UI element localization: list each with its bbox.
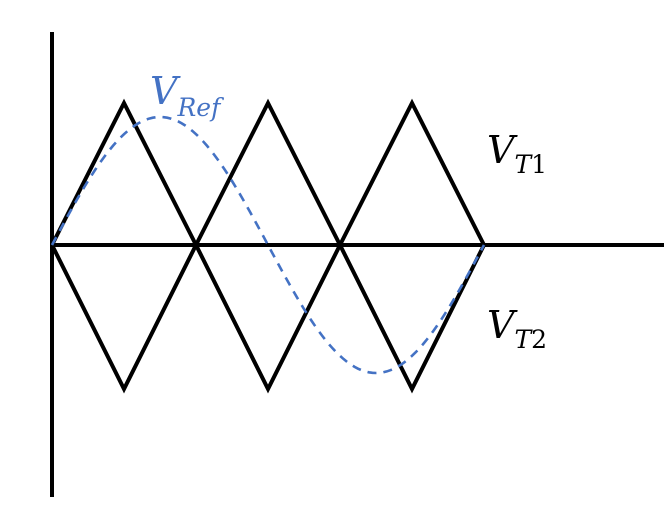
label-v-t1-main: V bbox=[487, 128, 518, 172]
carrier-vt2-triangle-wave bbox=[50, 240, 486, 394]
label-v-ref: VRef bbox=[150, 69, 224, 122]
label-v-ref-subscript: Ref bbox=[176, 93, 224, 122]
label-v-t2: VT2 bbox=[487, 303, 547, 354]
label-v-t1-subscript-letter: T bbox=[514, 150, 533, 179]
label-v-t2-subscript-letter: T bbox=[514, 325, 533, 354]
label-v-t2-subscript-number: 2 bbox=[531, 325, 547, 354]
label-v-t1-subscript-number: 1 bbox=[531, 150, 547, 179]
label-v-t1: VT1 bbox=[487, 128, 547, 179]
carrier-vt1-triangle-wave bbox=[50, 98, 486, 250]
label-v-ref-main: V bbox=[150, 69, 181, 113]
reference-sine-wave bbox=[50, 115, 486, 375]
label-v-t2-main: V bbox=[487, 303, 518, 347]
